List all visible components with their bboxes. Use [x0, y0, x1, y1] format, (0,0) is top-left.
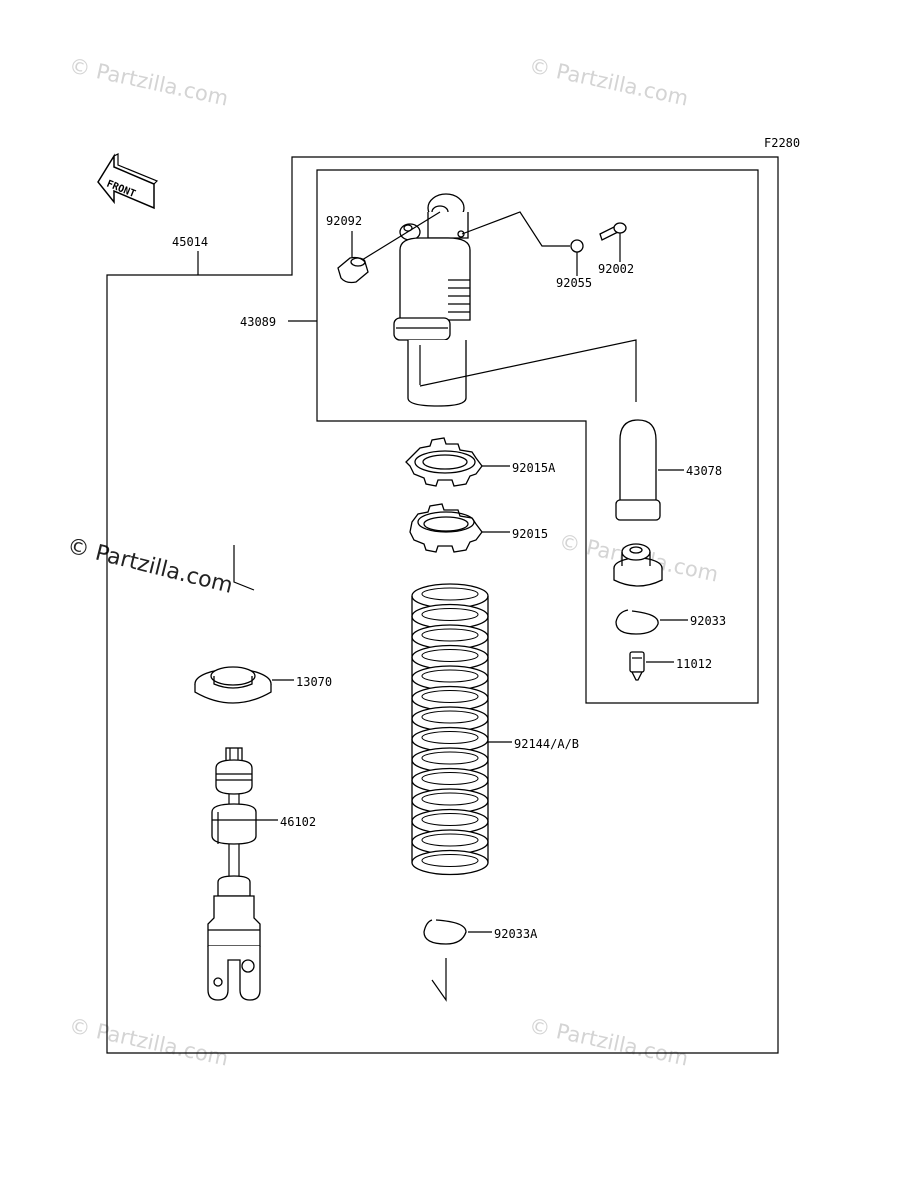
label-92015A: 92015A: [512, 461, 556, 475]
spring-coil-inner: [421, 854, 479, 867]
label-92033A: 92033A: [494, 927, 538, 941]
watermark-bottom-right: © Partzilla.com: [527, 1013, 691, 1070]
spring-coil-inner: [421, 649, 479, 662]
watermark-top-left: © Partzilla.com: [67, 53, 231, 110]
circlip-92033: [615, 609, 659, 635]
bolt-92002: [599, 222, 627, 241]
label-92002: 92002: [598, 262, 634, 276]
label-92055: 92055: [556, 276, 592, 290]
spring-coil-inner: [421, 587, 479, 601]
spring-outline: [411, 596, 489, 863]
spring-coil-inner: [421, 669, 479, 683]
reservoir-cap: [613, 543, 663, 587]
front-arrow-icon: FRONT: [97, 153, 159, 210]
watermark-main: © Partzilla.com: [65, 534, 236, 599]
circlip-92033A: [423, 919, 467, 945]
break-line-bottom: [431, 958, 447, 1002]
label-92015: 92015: [512, 527, 548, 541]
spring-coil-inner: [421, 751, 479, 765]
label-45014: 45014: [172, 235, 208, 249]
label-46102: 46102: [280, 815, 316, 829]
label-43089: 43089: [240, 315, 276, 329]
label-43078: 43078: [686, 464, 722, 478]
bladder-43078: [615, 419, 661, 521]
diagram-code: F2280: [764, 136, 800, 150]
spring-coil-inner: [421, 833, 479, 847]
spring-coil-inner: [421, 792, 479, 806]
spring-coil-inner: [421, 628, 479, 642]
shock-body-43089: [393, 193, 471, 407]
spring-coil-inner: [421, 710, 479, 724]
damper-rod-46102: [207, 747, 261, 1001]
spring-coil-inner: [421, 772, 479, 785]
spring-coil-inner: [421, 608, 479, 621]
assembly-frame-43089: [316, 169, 759, 704]
nut-92015A: [405, 437, 483, 487]
spring-seat-13070: [194, 666, 272, 704]
watermark-top-right: © Partzilla.com: [527, 53, 691, 110]
valve-11012: [629, 651, 645, 681]
spring-92144: [411, 583, 489, 876]
spring-coil-inner: [421, 813, 479, 826]
label-11012: 11012: [676, 657, 712, 671]
spring-coil-inner: [421, 690, 479, 703]
watermark-bottom-left: © Partzilla.com: [67, 1013, 231, 1070]
label-92092: 92092: [326, 214, 362, 228]
nut-92015: [409, 503, 483, 553]
label-92033: 92033: [690, 614, 726, 628]
break-line-left: [233, 545, 255, 591]
ring-92055: [570, 239, 584, 253]
label-92144: 92144/A/B: [514, 737, 579, 751]
collar-92092: [337, 256, 369, 284]
spring-coil-inner: [421, 731, 479, 744]
assembly-frame-45014: [106, 156, 779, 1054]
label-13070: 13070: [296, 675, 332, 689]
